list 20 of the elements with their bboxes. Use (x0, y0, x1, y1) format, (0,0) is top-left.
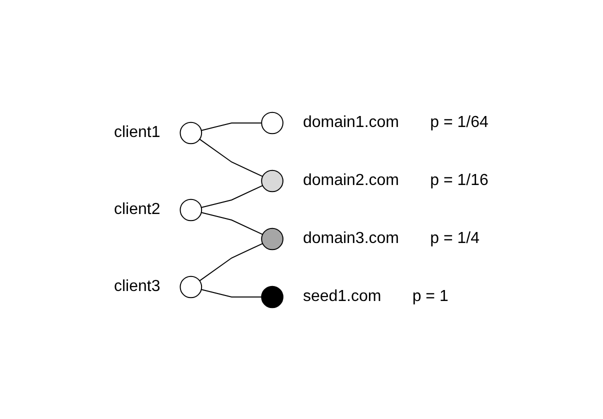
node-caption: domain1.com p = 1/64 (303, 114, 489, 130)
connector-line (199, 242, 264, 281)
node-caption: client3 (114, 278, 161, 294)
circle-node (180, 198, 202, 221)
connector-line (199, 138, 264, 176)
circle-node (261, 285, 284, 308)
node-caption: domain2.com p = 1/16 (303, 172, 489, 188)
connector-line (201, 288, 262, 297)
connector-line (201, 184, 264, 208)
circle-node (180, 121, 202, 144)
circle-node (180, 275, 202, 298)
circle-node (261, 169, 284, 192)
node-caption: client2 (114, 200, 161, 218)
circle-node (261, 111, 284, 134)
connector-line (201, 212, 264, 234)
node-caption: client1 (114, 124, 161, 140)
circle-node (261, 227, 284, 250)
connector-line (201, 122, 262, 130)
node-caption: domain3.com p = 1/4 (303, 230, 480, 246)
node-caption: seed1.com p = 1 (303, 288, 449, 304)
